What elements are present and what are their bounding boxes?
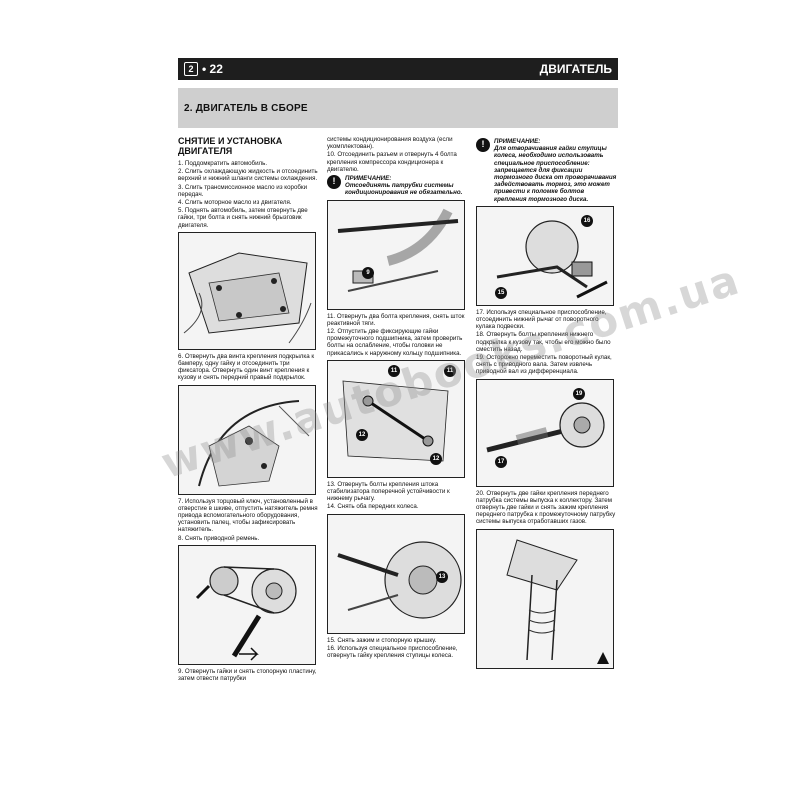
page-header: 2 • 22 ДВИГАТЕЛЬ (178, 58, 618, 80)
page-number: • 22 (202, 62, 223, 76)
step-19: 19. Осторожно переместить поворотный кул… (476, 354, 612, 376)
step-8: 8. Снять приводной ремень. (178, 534, 260, 542)
step-10: 10. Отсоединить разъем и отвернуть 4 бол… (327, 151, 457, 173)
wheel-arch-illustration (198, 399, 310, 487)
callout-12a: 12 (356, 428, 368, 441)
note-icon: ! (476, 138, 490, 152)
figure-hub-nut: 13 (327, 513, 465, 634)
step-7: 7. Используя торцовый ключ, установленны… (178, 497, 318, 534)
callout-12b: 12 (430, 452, 442, 465)
figure-driveshaft: 19 17 (476, 378, 614, 487)
manual-page: 2 • 22 ДВИГАТЕЛЬ 2. ДВИГАТЕЛЬ В СБОРЕ СН… (178, 58, 618, 758)
note-label: ПРИМЕЧАНИЕ: (494, 138, 541, 145)
subsection-title: СНЯТИЕ И УСТАНОВКА ДВИГАТЕЛЯ (178, 136, 283, 156)
note-text: Для отворачивания гайки ступицы колеса, … (494, 145, 617, 203)
step-2: 2. Слить охлаждающую жидкость и отсоедин… (178, 168, 318, 183)
publisher-logo-icon (597, 651, 609, 664)
step-18: 18. Отвернуть болты крепления нижнего по… (476, 331, 611, 353)
step-9-continued: системы кондиционирования воздуха (если … (327, 136, 453, 151)
step-3: 3. Слить трансмиссионное масло из коробк… (178, 183, 308, 198)
figure-stabilizer: 11 11 12 12 (327, 359, 465, 478)
column-1: СНЯТИЕ И УСТАНОВКА ДВИГАТЕЛЯ 1. Поддомкр… (178, 136, 320, 683)
page-badge: 2 (184, 62, 198, 76)
lower-arm-illustration (496, 220, 608, 299)
step-4: 4. Слить моторное масло из двигателя. (178, 199, 292, 207)
step-5: 5. Поднять автомобиль, затем отвернуть д… (178, 207, 308, 229)
step-6: 6. Отвернуть два винта крепления подкрыл… (178, 352, 315, 382)
step-12: 12. Отпустить две фиксирующие гайки пром… (327, 328, 463, 357)
step-16: 16. Используя специальное приспособление… (327, 644, 458, 660)
column-2: системы кондиционирования воздуха (если … (327, 136, 469, 660)
figure-undertray (178, 231, 316, 350)
callout-11a: 11 (388, 364, 400, 377)
exhaust-pipe-illustration (506, 539, 578, 660)
callout-13: 13 (436, 570, 448, 583)
note-ac: ! ПРИМЕЧАНИЕ: Отсоединять патрубки систе… (327, 175, 469, 197)
callout-19: 19 (573, 387, 585, 400)
step-14: 14. Снять оба передних колеса. (327, 503, 419, 511)
callout-17: 17 (495, 455, 507, 468)
undertray-illustration (183, 252, 312, 344)
figure-wheel-arch (178, 384, 316, 495)
step-11: 11. Отвернуть два болта крепления, снять… (327, 312, 465, 327)
stabilizer-illustration (342, 380, 449, 462)
step-13: 13. Отвернуть болты крепления штока стаб… (327, 480, 450, 503)
callout-11b: 11 (444, 364, 456, 377)
callout-15: 15 (495, 286, 507, 299)
figure-reaction-rod: 9 (327, 199, 465, 310)
figure-belt-tensioner (178, 544, 316, 665)
note-icon: ! (327, 175, 341, 190)
note-text: Отсоединять патрубки системы кондиционир… (345, 182, 463, 197)
callout-16: 16 (581, 214, 593, 227)
step-17: 17. Используя специальное приспособление… (476, 308, 607, 331)
step-20: 20. Отвернуть две гайки крепления передн… (476, 489, 616, 526)
figure-exhaust-pipe (476, 528, 614, 669)
column-3: ! ПРИМЕЧАНИЕ: Для отворачивания гайки ст… (476, 136, 618, 672)
driveshaft-illustration (486, 402, 605, 453)
belt-tensioner-illustration (195, 566, 297, 661)
note-label: ПРИМЕЧАНИЕ: (345, 175, 392, 183)
section-title: 2. ДВИГАТЕЛЬ В СБОРЕ (178, 88, 618, 128)
reaction-rod-illustration (337, 208, 459, 292)
step-1: 1. Поддомкратить автомобиль. (178, 160, 268, 167)
figure-lower-arm: 16 15 (476, 205, 614, 306)
step-9: 9. Отвернуть гайки и снять стопорную пла… (178, 667, 317, 683)
note-hub-nut: ! ПРИМЕЧАНИЕ: Для отворачивания гайки ст… (476, 138, 618, 203)
chapter-title: ДВИГАТЕЛЬ (539, 62, 612, 76)
callout-9: 9 (362, 266, 374, 279)
step-15: 15. Снять зажим и стопорную крышку. (327, 636, 437, 644)
